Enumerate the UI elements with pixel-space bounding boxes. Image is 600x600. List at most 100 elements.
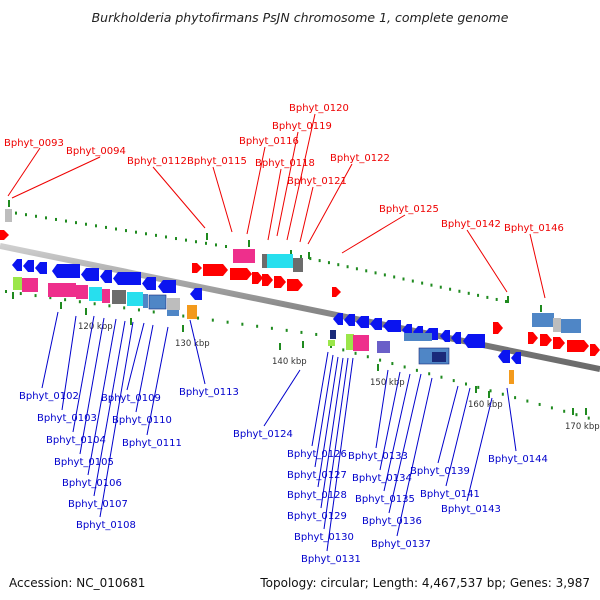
guide-mark xyxy=(302,341,304,348)
forward-gene-label: Bphyt_0125 xyxy=(379,204,439,215)
guide-mark xyxy=(12,292,14,299)
reverse-gene xyxy=(113,272,141,285)
forward-gene-label: Bphyt_0142 xyxy=(441,219,501,230)
gene-box xyxy=(509,370,514,384)
forward-gene xyxy=(274,276,286,288)
guide-dot xyxy=(421,281,424,285)
guide-dot xyxy=(256,324,259,328)
guide-dot xyxy=(226,320,229,324)
reverse-label-leader xyxy=(437,385,459,464)
gene-box xyxy=(167,298,180,310)
reverse-gene xyxy=(498,350,510,363)
forward-gene xyxy=(493,322,503,334)
gene-box xyxy=(167,310,179,316)
reverse-gene-label: Bphyt_0131 xyxy=(301,554,361,565)
guide-mark xyxy=(206,233,208,240)
forward-label-leader xyxy=(299,186,314,243)
reverse-gene xyxy=(81,268,99,281)
forward-label-leader xyxy=(7,147,41,197)
guide-dot xyxy=(93,302,96,306)
reverse-gene-label: Bphyt_0127 xyxy=(287,470,347,481)
guide-dot xyxy=(78,300,81,304)
guide-dot xyxy=(45,216,47,220)
guide-dot xyxy=(393,275,396,279)
gene-box xyxy=(112,290,126,304)
gene-box xyxy=(328,340,335,346)
guide-dot xyxy=(430,283,433,287)
forward-gene-label: Bphyt_0093 xyxy=(4,138,64,149)
reverse-gene-label: Bphyt_0126 xyxy=(287,449,347,460)
guide-dot xyxy=(35,214,37,218)
guide-dot xyxy=(137,308,140,312)
guide-dot xyxy=(300,330,303,334)
guide-dot xyxy=(486,295,489,299)
reverse-gene xyxy=(370,318,382,330)
guide-dot xyxy=(505,300,507,303)
map-title: Burkholderia phytofirmans PsJN chromosom… xyxy=(92,10,509,25)
gene-box xyxy=(330,330,336,339)
reverse-label-leader xyxy=(311,351,329,447)
guide-dot xyxy=(318,259,321,263)
guide-dot xyxy=(415,368,418,372)
guide-mark xyxy=(8,200,10,207)
gene-box xyxy=(404,333,432,341)
guide-mark xyxy=(488,391,490,398)
guide-dot xyxy=(5,290,7,293)
forward-gene xyxy=(287,279,303,291)
reverse-label-leader xyxy=(87,318,117,476)
forward-label-leader xyxy=(276,131,299,237)
reverse-label-leader xyxy=(263,369,301,427)
guide-dot xyxy=(25,213,27,217)
reverse-label-leader xyxy=(61,315,77,411)
genome-info-text: Topology: circular; Length: 4,467,537 bp… xyxy=(259,576,590,590)
reverse-label-leader xyxy=(388,373,422,514)
reverse-label-leader xyxy=(320,357,344,509)
reverse-gene xyxy=(356,316,369,328)
guide-dot xyxy=(428,372,431,376)
forward-label-leader xyxy=(11,156,101,199)
guide-dot xyxy=(108,304,111,308)
scale-tick-label: 160 kbp xyxy=(468,400,503,410)
guide-dot xyxy=(123,306,126,310)
accession-text: Accession: NC_010681 xyxy=(9,576,145,590)
forward-gene xyxy=(567,340,589,352)
guide-dot xyxy=(354,351,357,355)
reverse-label-leader xyxy=(375,369,389,449)
guide-dot xyxy=(563,409,566,413)
reverse-label-leader xyxy=(445,387,471,487)
guide-dot xyxy=(75,221,77,225)
guide-dot xyxy=(205,241,207,245)
forward-gene-label: Bphyt_0094 xyxy=(66,146,126,157)
reverse-label-leader xyxy=(146,326,169,436)
forward-gene-label: Bphyt_0118 xyxy=(255,158,315,169)
guide-dot xyxy=(105,225,107,229)
forward-gene xyxy=(0,230,9,240)
forward-label-leader xyxy=(212,166,233,233)
reverse-gene-label: Bphyt_0113 xyxy=(179,387,239,398)
guide-dot xyxy=(270,326,273,330)
guide-dot xyxy=(465,382,467,386)
guide-dot xyxy=(330,345,332,348)
gene-features xyxy=(0,209,600,384)
forward-label-leader xyxy=(341,214,406,254)
guide-dot xyxy=(501,392,504,396)
guide-dot xyxy=(467,291,470,295)
reverse-gene xyxy=(142,277,156,290)
guide-dot xyxy=(175,237,177,241)
guide-dot xyxy=(514,396,517,400)
reverse-gene xyxy=(12,259,22,271)
reverse-label-leader xyxy=(323,357,349,530)
guide-dot xyxy=(152,310,155,314)
guide-dot xyxy=(452,379,455,383)
forward-label-leader xyxy=(246,146,266,235)
reverse-gene-label: Bphyt_0106 xyxy=(62,478,122,489)
guide-dot xyxy=(182,314,185,318)
guide-mark xyxy=(290,250,292,257)
gene-box xyxy=(5,209,12,222)
guide-dot xyxy=(538,402,541,406)
reverse-label-leader xyxy=(189,319,206,385)
gene-box xyxy=(48,283,76,297)
